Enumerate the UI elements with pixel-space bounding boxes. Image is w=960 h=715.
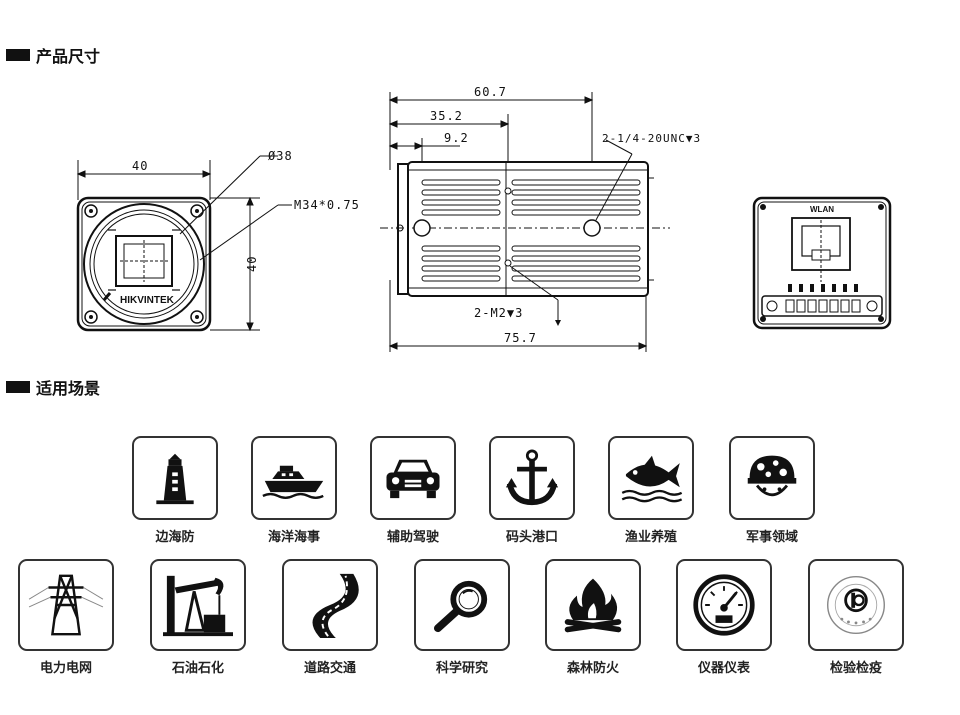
application-card: 军事领域 — [722, 436, 822, 545]
application-card: 边海防 — [125, 436, 225, 545]
application-label: 电力电网 — [39, 661, 92, 676]
length-60-7-label: 60.7 — [474, 85, 507, 99]
fish-icon — [608, 436, 694, 520]
application-card: 辅助驾驶 — [363, 436, 463, 545]
fire-icon — [545, 559, 641, 651]
length-75-7-label: 75.7 — [504, 331, 537, 345]
screw-label: 2-M2▼3 — [474, 306, 523, 320]
ship-icon — [251, 436, 337, 520]
section-title-text: 适用场景 — [36, 379, 101, 398]
application-card: 森林防火 — [543, 559, 643, 676]
thread-label: M34*0.75 — [294, 198, 360, 212]
application-card: 码头港口 — [482, 436, 582, 545]
application-label: 渔业养殖 — [624, 530, 677, 545]
application-card: 道路交通 — [280, 559, 380, 676]
application-card: 石油石化 — [148, 559, 248, 676]
power-tower-icon — [18, 559, 114, 651]
bullet-square-icon — [6, 49, 30, 61]
length-35-2-label: 35.2 — [430, 109, 463, 123]
application-label: 码头港口 — [505, 530, 558, 545]
application-card: 仪器仪表 — [674, 559, 774, 676]
application-card: 海洋海事 — [244, 436, 344, 545]
section-title-text: 产品尺寸 — [36, 47, 101, 66]
brand-label: HIKVINTEK — [120, 295, 175, 306]
inspection-icon — [808, 559, 904, 651]
application-label: 道路交通 — [303, 661, 356, 676]
application-card: 科学研究 — [412, 559, 512, 676]
application-card: 电力电网 — [16, 559, 116, 676]
application-label: 仪器仪表 — [697, 661, 750, 676]
application-label: 海洋海事 — [267, 530, 320, 545]
road-icon — [282, 559, 378, 651]
front-width-label: 40 — [132, 159, 148, 173]
lighthouse-icon — [132, 436, 218, 520]
application-label: 军事领域 — [745, 530, 798, 545]
application-label: 科学研究 — [435, 661, 488, 676]
magnifier-icon — [414, 559, 510, 651]
oil-pump-icon — [150, 559, 246, 651]
section-title-dimensions: 产品尺寸 — [6, 43, 100, 67]
application-card: 检验检疫 — [806, 559, 906, 676]
application-label: 边海防 — [155, 530, 195, 545]
side-view-drawing: 60.7 35.2 9.2 75.7 2-1/4-20UNC▼3 2-M2▼3 — [380, 85, 701, 352]
application-label: 石油石化 — [171, 661, 224, 676]
front-height-label: 40 — [245, 256, 259, 272]
application-label: 辅助驾驶 — [386, 530, 439, 545]
diameter-label: Ø38 — [268, 150, 293, 163]
application-label: 检验检疫 — [829, 661, 882, 676]
back-view-drawing: WLAN — [752, 196, 892, 330]
gauge-icon — [676, 559, 772, 651]
section-title-applications: 适用场景 — [6, 375, 100, 399]
length-9-2-label: 9.2 — [444, 131, 469, 145]
front-view-drawing: HIKVINTEK 40 40 Ø38 M34*0.75 — [76, 150, 360, 332]
tripod-thread-label: 2-1/4-20UNC▼3 — [602, 132, 701, 145]
application-card: 渔业养殖 — [601, 436, 701, 545]
application-label: 森林防火 — [566, 661, 619, 676]
anchor-icon — [489, 436, 575, 520]
helmet-icon — [729, 436, 815, 520]
bullet-square-icon — [6, 381, 30, 393]
port-label: WLAN — [810, 205, 834, 214]
car-icon — [370, 436, 456, 520]
